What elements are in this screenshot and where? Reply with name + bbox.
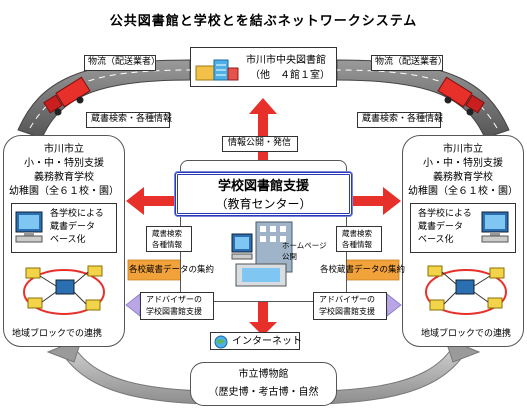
center-search-right — [336, 226, 382, 252]
logistics-right-text: 物流（配送業者） — [375, 57, 448, 67]
internet-text: インターネット — [232, 336, 302, 347]
right-school-line4: 幼稚園（全６１校・園） — [408, 186, 518, 197]
right-region-text: 地域ブロックでの連携 — [421, 329, 512, 339]
left-region-text: 地域ブロックでの連携 — [12, 329, 103, 339]
central-library-name: 市川市中央図書館 — [246, 55, 326, 66]
left-network-icon — [16, 258, 116, 324]
info-publish-label — [222, 136, 298, 152]
computer-icon — [14, 210, 46, 248]
computer-icon — [480, 210, 512, 248]
left-db-line2: 蔵書データ — [50, 222, 96, 232]
left-db-line1: 各学校による — [50, 209, 104, 219]
info-publish-text: 情報公開・発信 — [228, 138, 292, 148]
museum-line2: （歴史博・考古博・自然 — [208, 387, 319, 398]
right-school-line3: 義務教育学校 — [433, 172, 493, 183]
homepage-l2: 公開 — [282, 252, 297, 261]
left-school-line3: 義務教育学校 — [34, 172, 94, 183]
support-center-box — [175, 172, 352, 216]
advisor-right-box — [313, 292, 387, 320]
internet-box — [210, 332, 300, 350]
red-arrow-left — [126, 187, 180, 215]
right-network-icon — [414, 258, 514, 324]
left-school-line4: 幼稚園（全６１校・園） — [9, 186, 119, 197]
right-school-line1: 市川市立 — [443, 144, 483, 155]
support-center-line1: 学校図書館支援 — [217, 179, 309, 194]
right-db-line3: ベース化 — [418, 235, 454, 245]
left-school-line1: 市川市立 — [44, 144, 84, 155]
museum-line1: 市立博物館 — [238, 369, 289, 380]
library-building-icon — [194, 56, 240, 82]
globe-icon — [214, 334, 228, 353]
right-school-line2: 小・中・特別支援 — [423, 158, 503, 169]
left-db-line3: ベース化 — [50, 235, 86, 245]
left-school-line2: 小・中・特別支援 — [24, 158, 104, 169]
search-right-label — [357, 112, 441, 128]
center-search-left-l1: 蔵書検索 — [152, 229, 182, 238]
truck-right-icon — [437, 76, 485, 116]
center-search-left-l2: 各種情報 — [152, 240, 182, 249]
red-arrow-right — [347, 187, 401, 215]
museum-box — [190, 362, 337, 406]
page-title: 公共図書館と学校とを結ぶネットワークシステム — [109, 14, 418, 29]
red-arrow-up — [249, 98, 277, 164]
center-search-right-l2: 各種情報 — [342, 240, 372, 249]
right-db-line2: 蔵書データ — [418, 222, 464, 232]
advisor-right-l2: 学校図書館支援 — [319, 307, 375, 316]
center-search-left — [146, 226, 192, 252]
right-db-line1: 各学校による — [418, 209, 472, 219]
homepage-l1: ホームページ — [282, 241, 327, 250]
central-library-sub: （他 ４館１室） — [250, 70, 330, 81]
center-building-icon — [230, 220, 296, 294]
center-search-right-l1: 蔵書検索 — [342, 229, 372, 238]
red-arrow-down — [249, 300, 277, 336]
search-right-text: 蔵書検索・各種情報 — [362, 114, 444, 124]
search-left-label — [86, 112, 170, 128]
advisor-left-l2: 学校図書館支援 — [146, 307, 202, 316]
advisor-left-box — [140, 292, 214, 320]
advisor-right-l1: アドバイザーの — [319, 295, 375, 304]
support-center-line2: （教育センター） — [215, 197, 312, 211]
truck-left-icon — [43, 76, 91, 116]
logistics-right-label — [371, 55, 443, 71]
aggregation-right-text: 各校蔵書データの集約 — [320, 265, 406, 275]
logistics-left-text: 物流（配送業者） — [88, 57, 161, 67]
aggregation-left-text: 各校蔵書データの集約 — [129, 265, 215, 275]
logistics-left-label — [84, 55, 156, 71]
search-left-text: 蔵書検索・各種情報 — [91, 114, 173, 124]
advisor-left-l1: アドバイザーの — [146, 295, 202, 304]
